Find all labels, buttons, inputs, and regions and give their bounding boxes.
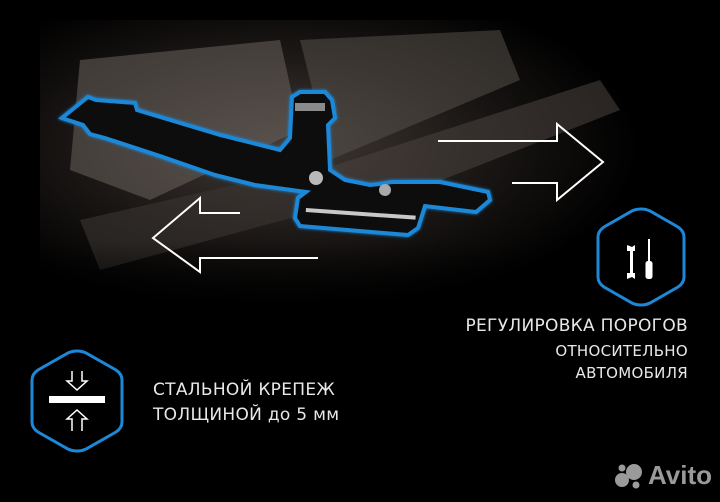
avito-watermark: Avito <box>614 460 712 491</box>
wrench-screwdriver-icon <box>596 207 686 307</box>
feature-subtitle-line1: ОТНОСИТЕЛЬНО <box>555 342 688 360</box>
feature-subtitle-line2: АВТОМОБИЛЯ <box>575 364 688 382</box>
bracket-photo <box>0 0 720 320</box>
avito-dots-icon <box>615 463 642 488</box>
thickness-compress-icon <box>30 349 124 453</box>
feature-title-steel-mount: СТАЛЬНОЙ КРЕПЕЖ <box>153 380 336 400</box>
avito-logo-text: Avito <box>648 460 713 490</box>
feature-subtitle-thickness: ТОЛЩИНОЙ до 5 мм <box>153 405 340 425</box>
feature-title-adjustment: РЕГУЛИРОВКА ПОРОГОВ <box>465 316 688 336</box>
